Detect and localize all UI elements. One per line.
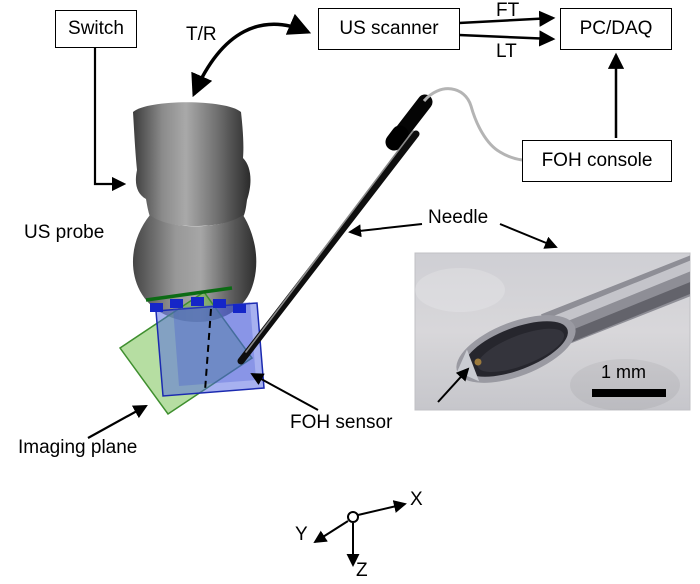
foh-sensor-plane-graphic [155,302,265,397]
probe-grip [133,102,251,226]
imaging-plane-label: Imaging plane [18,437,138,458]
axis-z-label: Z [356,560,368,581]
foh-sensor-label-arrow [250,373,319,411]
fiber-cable [422,87,523,162]
photo-needle-bevel [456,315,576,383]
plane-probe-intersection-line [145,286,233,302]
lt-label: LT [496,41,517,62]
connection-arrows [87,10,625,439]
scanner-to-pc-lt-arrow [458,30,556,47]
pc-daq-box: PC/DAQ [560,8,672,50]
foh-console-box: FOH console [522,140,672,182]
needle-label: Needle [428,207,489,228]
transducer-elements [150,297,246,313]
axis-y-label: Y [295,524,308,545]
us-probe-label: US probe [24,222,105,243]
photo-sensor-arrow [437,367,470,403]
photo-needle-shaft [541,255,690,350]
scale-bar-label: 1 mm [601,362,646,382]
ft-label: FT [496,0,520,21]
tr-curved-arrow [191,13,312,98]
needle-shaft [237,130,420,365]
needle-graphic [237,94,433,365]
needle-label-left-arrow [348,223,423,238]
switch-to-probe-arrow [93,47,127,192]
axes-origin [347,511,359,523]
axis-x-label: X [410,489,423,510]
switch-box: Switch [55,10,137,48]
axis-y-arrow [313,520,349,544]
photo-foh-sensor-speck [474,358,482,366]
needle-path-dashed-line [204,308,212,392]
imaging-plane-label-arrow [87,404,148,439]
foh-sensor-label: FOH sensor [290,412,393,433]
coordinate-axes [313,500,407,567]
inset-photo [414,252,691,411]
scanner-to-pc-ft-arrow [458,10,556,27]
axis-x-arrow [357,500,407,516]
probe-head [132,215,257,322]
us-probe-graphic [132,102,257,322]
scale-bar [592,389,666,397]
needle-label-right-arrow [499,223,558,249]
tr-label: T/R [186,24,217,45]
us-scanner-box: US scanner [318,8,460,50]
